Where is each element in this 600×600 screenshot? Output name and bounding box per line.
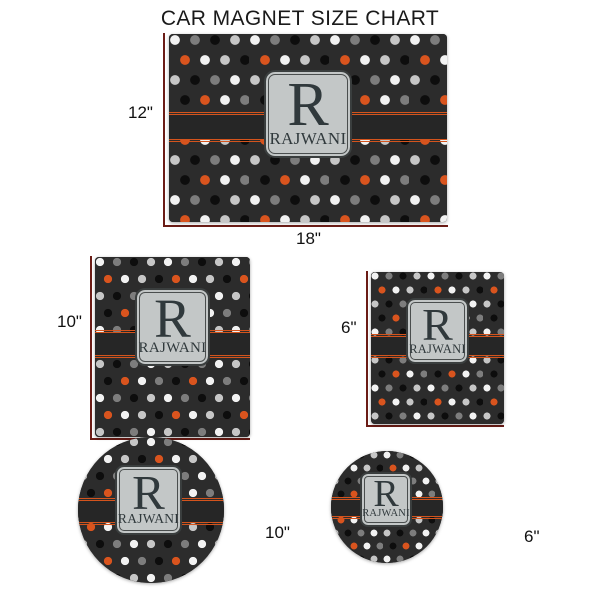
size-label-large-width: 18" bbox=[296, 229, 321, 248]
monogram-surname: RAJWANI bbox=[117, 511, 180, 527]
monogram-surname: RAJWANI bbox=[362, 508, 410, 520]
measure-line-horizontal-square6 bbox=[366, 425, 504, 427]
monogram-surname: RAJWANI bbox=[269, 129, 347, 149]
monogram-plaque: R RAJWANI bbox=[264, 70, 352, 158]
size-label-circle6: 6" bbox=[524, 527, 540, 546]
monogram-surname: RAJWANI bbox=[409, 341, 466, 356]
monogram-initial: R bbox=[154, 288, 191, 350]
measure-line-horizontal-large bbox=[163, 225, 448, 227]
monogram-plaque: R RAJWANI bbox=[406, 298, 469, 364]
size-label-square10: 10" bbox=[57, 312, 82, 331]
monogram-plaque: R RAJWANI bbox=[115, 465, 182, 535]
magnet-preview-square-10[interactable]: R RAJWANI bbox=[95, 257, 250, 437]
monogram-initial: R bbox=[422, 298, 453, 350]
measure-line-vertical-large bbox=[163, 33, 165, 225]
measure-line-vertical-square10 bbox=[90, 256, 92, 438]
monogram-surname: RAJWANI bbox=[138, 339, 207, 356]
size-label-circle10: 10" bbox=[265, 523, 290, 542]
monogram-initial: R bbox=[287, 70, 329, 139]
monogram-initial: R bbox=[373, 473, 399, 516]
monogram-initial: R bbox=[132, 465, 165, 521]
size-label-large-height: 12" bbox=[128, 103, 153, 122]
magnet-preview-circle-10[interactable]: R RAJWANI bbox=[78, 437, 224, 583]
magnet-preview-circle-6[interactable]: R RAJWANI bbox=[331, 451, 443, 563]
monogram-plaque: R RAJWANI bbox=[135, 288, 210, 366]
magnet-preview-large-rectangle[interactable]: R RAJWANI bbox=[169, 34, 447, 222]
monogram-plaque: R RAJWANI bbox=[360, 472, 412, 527]
measure-line-vertical-square6 bbox=[366, 271, 368, 425]
page-title: CAR MAGNET SIZE CHART bbox=[160, 7, 440, 30]
magnet-preview-square-6[interactable]: R RAJWANI bbox=[371, 272, 504, 424]
size-label-square6: 6" bbox=[341, 318, 357, 337]
